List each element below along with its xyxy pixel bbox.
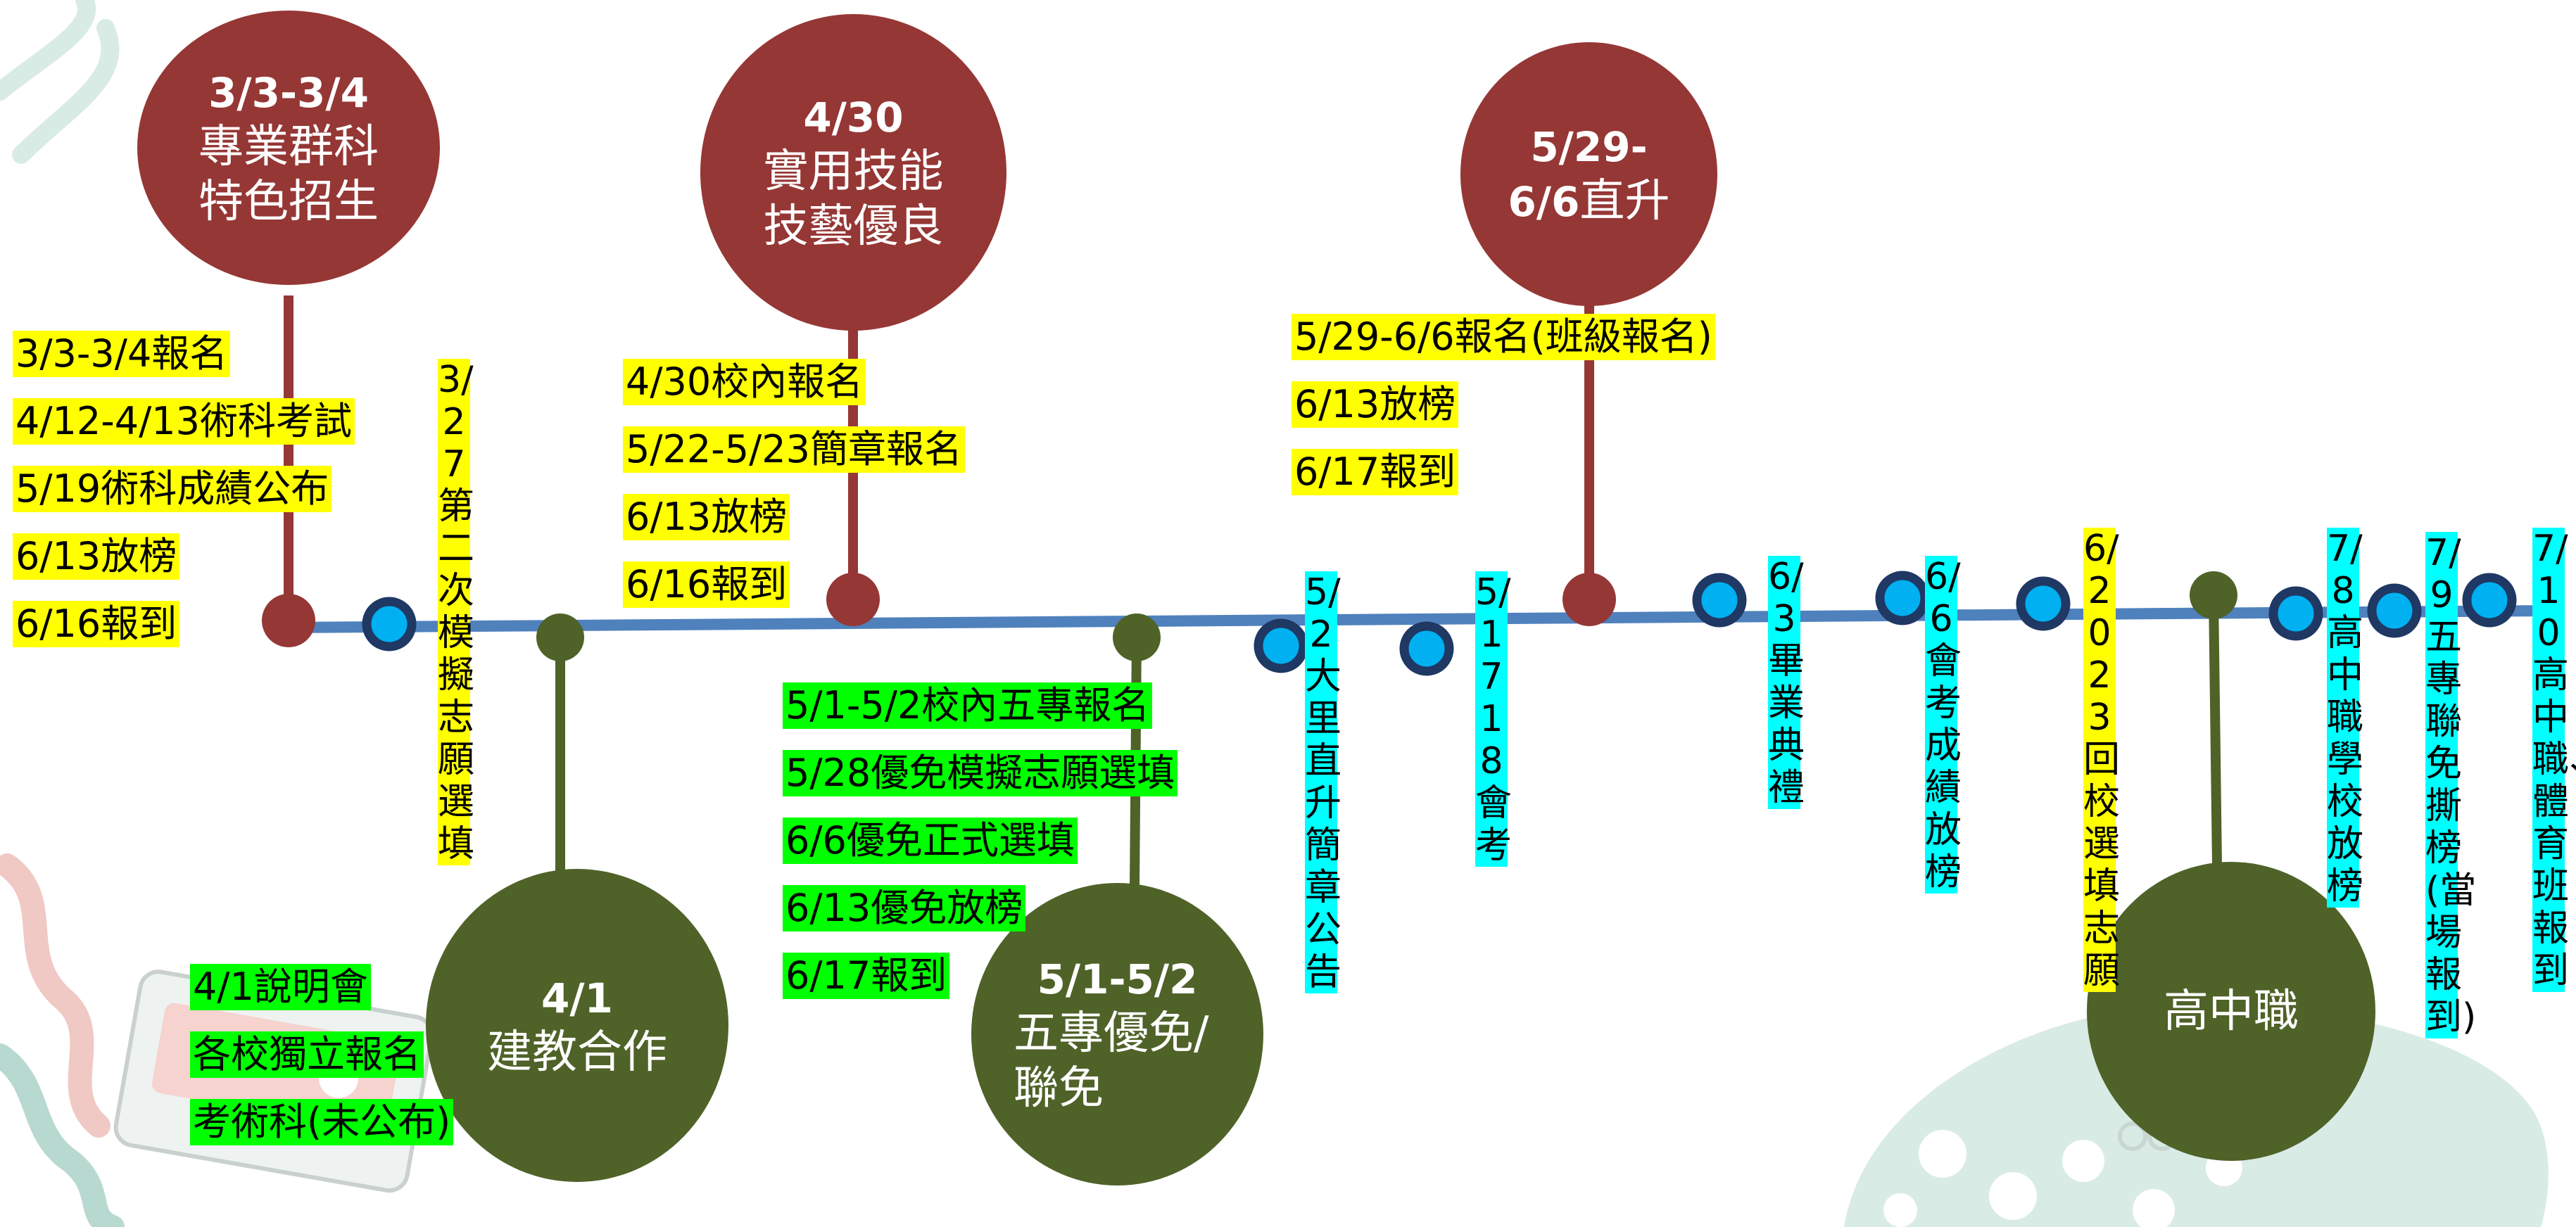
milestone-0517: 5/17 18會考 xyxy=(1475,571,1513,867)
milestone-0606: 6/6會考成績放榜 xyxy=(1925,556,1962,894)
circle-direct-date2: 6/6 xyxy=(1508,177,1580,226)
coop-event: 4/1說明會 xyxy=(190,964,371,1010)
top-left-swirl xyxy=(0,0,120,164)
milestone-0710: 7/10高中職、體育班報到 xyxy=(2532,528,2576,992)
milestone-0708: 7/8高中職學校放榜 xyxy=(2327,528,2364,908)
left-squiggle-pink xyxy=(0,853,111,1138)
circle-coop-line: 建教合作 xyxy=(487,1026,667,1079)
five-events: 5/1-5/2校內五專報名 5/28優免模擬志願選填 6/6優免正式選填 6/1… xyxy=(783,682,1178,1020)
five-event: 6/17報到 xyxy=(783,953,950,999)
circle-skills-line2: 技藝優良 xyxy=(763,201,944,253)
circle-skills: 4/30 實用技能 技藝優良 xyxy=(700,14,1006,331)
specialty-event: 3/3-3/4報名 xyxy=(13,331,231,377)
circle-highschool: 高中職 xyxy=(2087,862,2375,1161)
bottom-right-dots xyxy=(1883,1130,2242,1227)
circle-direct-date: 5/29- xyxy=(1530,122,1648,171)
five-event: 5/28優免模擬志願選填 xyxy=(783,750,1178,796)
skills-event: 4/30校內報名 xyxy=(623,359,866,405)
marker-0502 xyxy=(1254,618,1308,673)
dot-five xyxy=(1113,614,1161,661)
circle-direct: 5/29- 6/6直升 xyxy=(1460,42,1717,306)
circle-skills-date: 4/30 xyxy=(803,94,904,141)
milestone-0709: 7/9五專聯免撕榜(當場報到) xyxy=(2425,532,2477,1038)
circle-highschool-line: 高中職 xyxy=(2164,985,2299,1038)
milestone-0327: 3/27第二次模擬志願選填 xyxy=(438,359,475,865)
skills-events: 4/30校內報名 5/22-5/23簡章報名 6/13放榜 6/16報到 xyxy=(623,359,966,629)
marker-0606 xyxy=(1875,571,1930,625)
skills-event: 6/13放榜 xyxy=(623,494,790,540)
marker-0708 xyxy=(2268,586,2323,641)
bottom-ring-1 xyxy=(2118,1121,2147,1151)
milestone-0502: 5/2大里直升簡章公告 xyxy=(1305,571,1342,993)
circle-direct-line: 6/6直升 xyxy=(1508,174,1670,229)
milestone-0620: 6/20 23回校選填志願 xyxy=(2083,528,2121,992)
direct-event: 6/17報到 xyxy=(1292,449,1459,495)
marker-0603 xyxy=(1692,573,1747,628)
circle-coop-date: 4/1 xyxy=(541,974,613,1022)
direct-event: 5/29-6/6報名(班級報名) xyxy=(1292,314,1715,360)
stem-highschool xyxy=(2209,596,2222,866)
circle-direct-text: 直升 xyxy=(1579,174,1670,227)
coop-events: 4/1說明會 各校獨立報名 考術科(未公布) xyxy=(190,964,454,1166)
marker-0710 xyxy=(2462,573,2517,628)
circle-specialty: 3/3-3/4 專業群科 特色招生 xyxy=(137,11,440,285)
five-event: 6/13優免放榜 xyxy=(783,885,1026,932)
timeline-line xyxy=(284,605,2552,633)
marker-0620 xyxy=(2016,576,2071,631)
circle-specialty-line2: 特色招生 xyxy=(198,176,379,228)
circle-five: 5/1-5/2 五專優免/ 聯免 xyxy=(971,883,1263,1185)
coop-event: 各校獨立報名 xyxy=(190,1031,424,1078)
circle-specialty-line1: 專業群科 xyxy=(198,121,379,173)
specialty-event: 6/16報到 xyxy=(13,601,180,647)
circle-five-line1: 五專優免/ xyxy=(1014,1007,1209,1060)
circle-five-date: 5/1-5/2 xyxy=(1037,955,1198,1003)
dot-highschool xyxy=(2190,571,2237,619)
specialty-event: 6/13放榜 xyxy=(13,533,180,580)
dot-skills xyxy=(826,573,880,626)
circle-five-line2: 聯免 xyxy=(1014,1062,1104,1114)
milestone-0603: 6/3畢業典禮 xyxy=(1768,556,1805,809)
skills-event: 5/22-5/23簡章報名 xyxy=(623,426,966,473)
circle-skills-line1: 實用技能 xyxy=(763,146,944,198)
left-squiggle-teal xyxy=(0,1043,125,1227)
dot-specialty xyxy=(262,594,315,647)
direct-events: 5/29-6/6報名(班級報名) 6/13放榜 6/17報到 xyxy=(1292,314,1715,516)
specialty-events: 3/3-3/4報名 4/12-4/13術科考試 5/19術科成績公布 6/13放… xyxy=(13,331,355,668)
five-event: 6/6優免正式選填 xyxy=(783,818,1078,864)
circle-specialty-date: 3/3-3/4 xyxy=(208,69,369,117)
direct-event: 6/13放榜 xyxy=(1292,381,1459,428)
skills-event: 6/16報到 xyxy=(623,561,790,608)
marker-0517 xyxy=(1399,621,1454,676)
coop-event: 考術科(未公布) xyxy=(190,1099,454,1145)
marker-0327 xyxy=(362,597,417,651)
dot-coop xyxy=(536,614,584,661)
dot-direct xyxy=(1562,573,1616,626)
specialty-event: 5/19術科成績公布 xyxy=(13,466,332,512)
circle-coop: 4/1 建教合作 xyxy=(426,869,728,1182)
five-event: 5/1-5/2校內五專報名 xyxy=(783,682,1153,729)
marker-0709 xyxy=(2367,583,2422,638)
specialty-event: 4/12-4/13術科考試 xyxy=(13,398,355,445)
